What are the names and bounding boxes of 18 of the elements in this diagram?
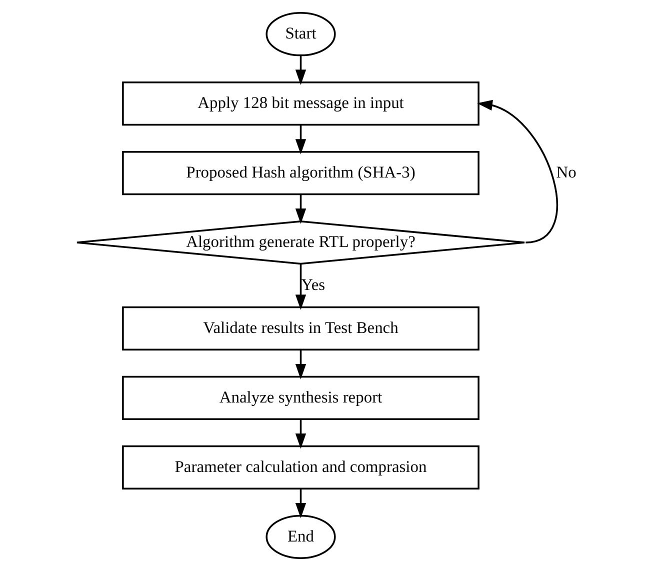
node-box: Analyze synthesis report <box>122 376 479 420</box>
node-box: Parameter calculation and comprasion <box>122 445 479 490</box>
arrow <box>294 419 306 449</box>
node-box: Validate results in Test Bench <box>122 306 479 351</box>
arrow <box>294 55 306 85</box>
arrow <box>294 124 306 154</box>
arrow <box>294 350 306 380</box>
node-ellipse: End <box>265 514 336 559</box>
edge-label: Yes <box>300 274 325 294</box>
node-ellipse: Start <box>265 12 336 56</box>
node-diamond: Algorithm generate RTL properly? <box>76 220 525 265</box>
node-box: Proposed Hash algorithm (SHA-3) <box>122 150 479 196</box>
arrow <box>294 194 306 224</box>
edge-label: No <box>556 162 576 182</box>
arrow <box>476 100 558 244</box>
node-box: Apply 128 bit message in input <box>122 82 479 126</box>
arrow <box>294 264 306 310</box>
arrow <box>294 488 306 518</box>
